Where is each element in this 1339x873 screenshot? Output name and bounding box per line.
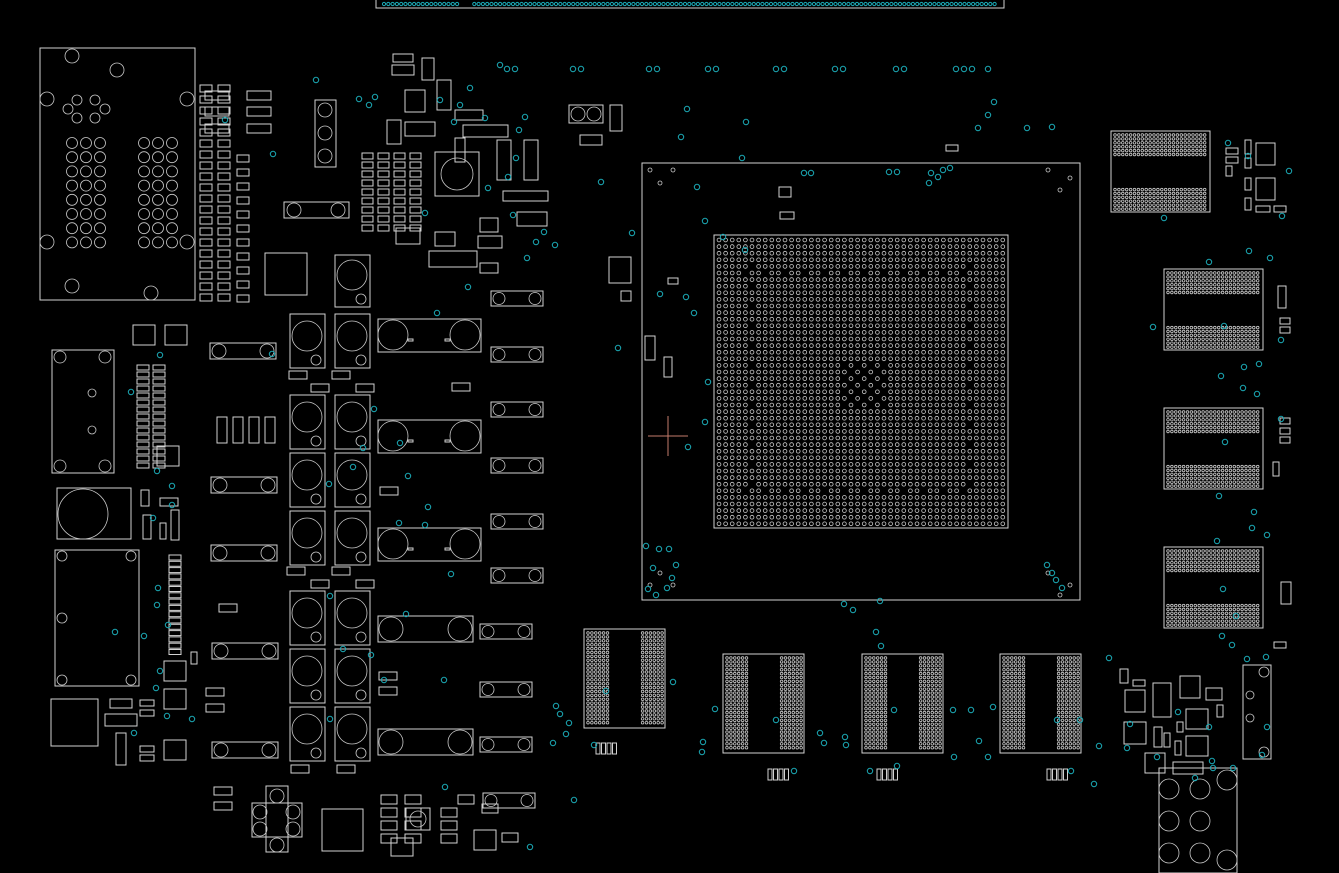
- ic-memory-left[interactable]: [583, 628, 666, 729]
- left-components: [50, 84, 364, 852]
- edge-connector-top[interactable]: [375, 0, 1005, 9]
- right-components: [1119, 139, 1292, 873]
- ic-memory-right-2[interactable]: [1163, 268, 1264, 351]
- ic-memory-2[interactable]: [861, 653, 944, 754]
- ic-memory-right-1[interactable]: [1110, 130, 1211, 213]
- ic-main-bga[interactable]: [641, 162, 1081, 601]
- connector-left[interactable]: [39, 47, 196, 301]
- ic-memory-3[interactable]: [999, 653, 1082, 754]
- ic-memory-right-4[interactable]: [1163, 546, 1264, 629]
- via-layer: [111, 61, 1293, 851]
- inductor-array: [205, 254, 544, 853]
- cursor-crosshair-icon: [648, 416, 688, 456]
- upper-left-ics: [283, 53, 1068, 857]
- ic-memory-1[interactable]: [722, 653, 805, 754]
- ic-memory-right-3[interactable]: [1163, 407, 1264, 490]
